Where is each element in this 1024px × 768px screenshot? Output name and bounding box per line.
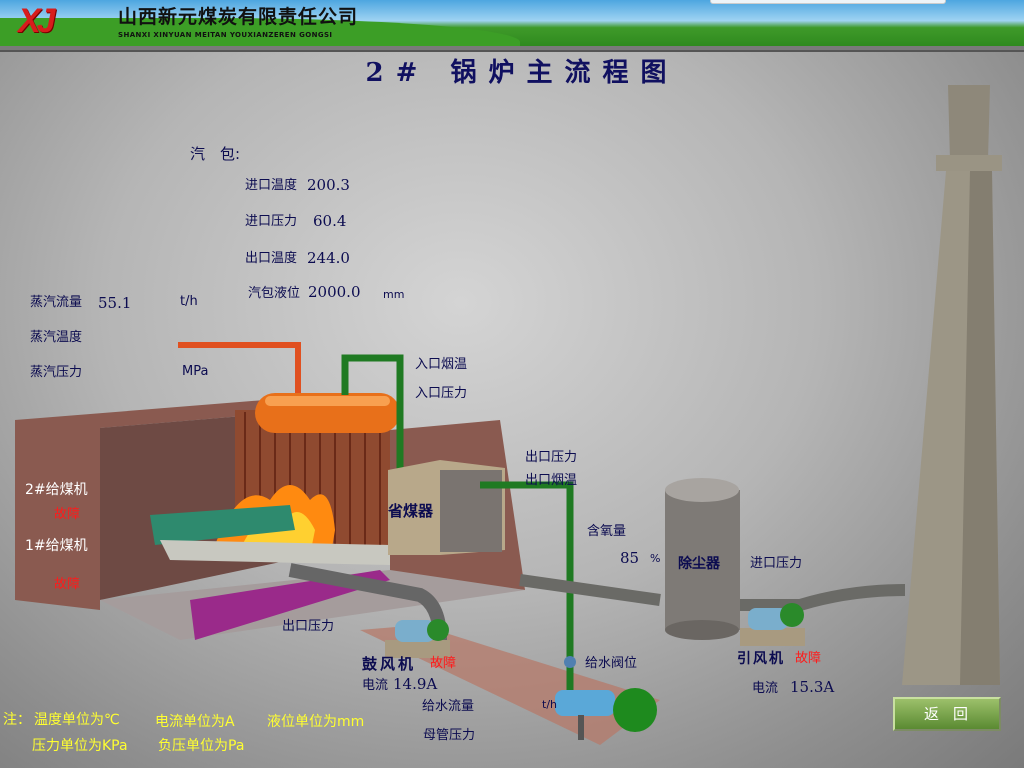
note-level: 液位单位为mm (267, 714, 365, 730)
header-press-label: 母管压力 (423, 728, 476, 743)
valve-icon (564, 656, 576, 668)
induced-fan (740, 603, 805, 646)
feedwater-flow-label: 给水流量 (422, 699, 475, 714)
economizer (388, 460, 574, 690)
note-current: 电流单位为A (155, 714, 235, 730)
oxygen-label: 含氧量 (587, 524, 627, 539)
feedwater-flow-unit: t/h (542, 698, 557, 711)
econ-outlet-temp-label: 出口烟温 (525, 473, 578, 488)
back-button[interactable]: 返回 (893, 697, 1001, 731)
econ-outlet-press-label: 出口压力 (525, 450, 578, 465)
drum-inlet-temp-label: 进口温度 (245, 178, 298, 193)
drum-inlet-press-value: 60.4 (313, 212, 347, 230)
blower-label: 鼓风机 (362, 655, 417, 673)
induced-current-label: 电流 (752, 681, 779, 696)
feeder-2-label: 2#给煤机 (25, 482, 88, 498)
drum-level-value: 2000.0 (308, 283, 361, 301)
dust-inlet-press-label: 进口压力 (750, 556, 803, 571)
top-panel (710, 0, 946, 4)
drum-label: 汽 包: (190, 145, 241, 163)
steam-flow-label: 蒸汽流量 (30, 295, 83, 310)
steam-drum (178, 342, 404, 470)
company-logo: XJ (18, 2, 56, 40)
blower-current-label: 电流 (362, 678, 389, 693)
drum-inlet-temp-value: 200.3 (307, 176, 350, 194)
drum-inlet-press-label: 进口压力 (245, 214, 298, 229)
oxygen-value: 85 (620, 549, 640, 567)
blower-outlet-press-label: 出口压力 (282, 619, 335, 634)
induced-fan-status: 故障 (795, 651, 822, 666)
blower-fan (385, 619, 450, 658)
steam-flow-unit: t/h (180, 294, 198, 309)
feeder-2-status: 故障 (54, 507, 81, 522)
flue-duct (519, 574, 906, 611)
steam-temp-label: 蒸汽温度 (30, 330, 83, 345)
blower-current-value: 14.9A (393, 675, 438, 693)
note-neg-press: 负压单位为Pa (158, 738, 245, 754)
induced-fan-label: 引风机 (737, 651, 785, 667)
chimney (902, 85, 1002, 685)
note-press: 压力单位为KPa (32, 738, 128, 754)
blower-status: 故障 (430, 656, 457, 671)
steam-flow-value: 55.1 (98, 294, 132, 312)
company-name-en: SHANXI XINYUAN MEITAN YOUXIANZEREN GONGS… (118, 31, 333, 39)
drum-level-label: 汽包液位 (248, 286, 301, 301)
induced-current-value: 15.3A (790, 678, 835, 696)
steam-press-unit: MPa (182, 364, 209, 379)
feedwater-valve-label: 给水阀位 (585, 656, 638, 671)
dust-collector (665, 478, 740, 640)
economizer-label: 省煤器 (388, 502, 434, 520)
note-temp: 温度单位为℃ (34, 712, 120, 728)
oxygen-unit: % (650, 552, 661, 565)
drum-level-unit: mm (383, 288, 405, 301)
feeder-1-label: 1#给煤机 (25, 538, 88, 554)
drum-outlet-temp-value: 244.0 (307, 249, 350, 267)
company-name-cn: 山西新元煤炭有限责任公司 (118, 6, 359, 28)
econ-inlet-press-label: 入口压力 (415, 386, 468, 401)
econ-inlet-temp-label: 入口烟温 (415, 357, 468, 372)
header-banner: XJ 山西新元煤炭有限责任公司 SHANXI XINYUAN MEITAN YO… (0, 0, 1024, 46)
drum-outlet-temp-label: 出口温度 (245, 251, 298, 266)
steam-press-label: 蒸汽压力 (30, 365, 83, 380)
page-title: 2# 锅炉主流程图 (365, 58, 679, 88)
note-prefix: 注： (3, 712, 31, 728)
dust-collector-label: 除尘器 (678, 556, 720, 572)
feeder-1-status: 故障 (54, 577, 81, 592)
feedwater-pump (555, 688, 657, 740)
